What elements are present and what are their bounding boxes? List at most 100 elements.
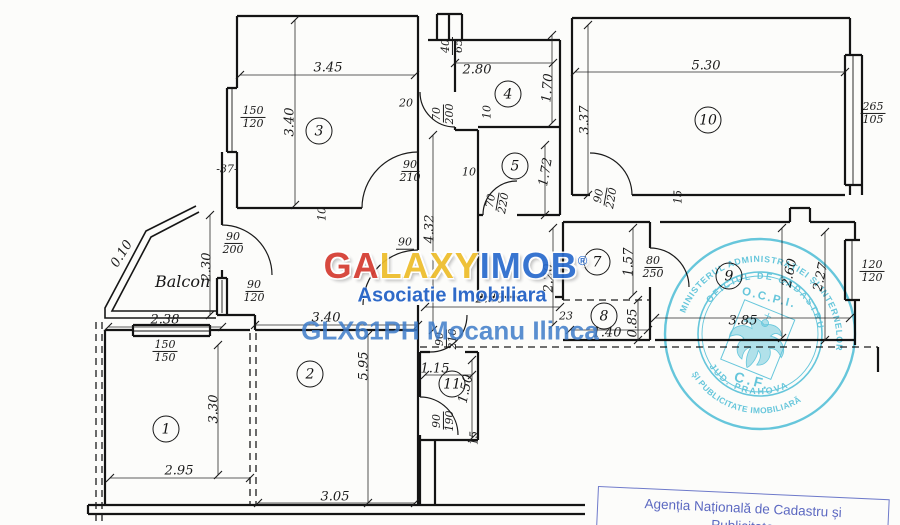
- dimension-label: 5.30: [691, 58, 721, 74]
- size-denominator: 190: [442, 410, 456, 432]
- dimension-label: 3.45: [313, 60, 343, 76]
- dimension-ticks: [103, 15, 855, 508]
- listing-code-watermark: GLX61PH Mocanu Ilinca: [301, 315, 599, 346]
- size-numerator: 90: [401, 157, 419, 172]
- brand-letter: A: [352, 245, 380, 286]
- room-number: 3: [305, 117, 333, 145]
- dimension-label: 23: [559, 309, 573, 323]
- brand-letter: X: [429, 245, 455, 286]
- size-numerator: 90: [429, 412, 444, 430]
- size-numerator: 90: [396, 235, 414, 250]
- door-window-size-label: 90: [396, 237, 414, 250]
- brand-letter: G: [323, 245, 353, 286]
- dimension-label: 2.80: [475, 291, 505, 307]
- room-number: 5: [501, 152, 529, 180]
- size-denominator: 120: [242, 116, 264, 130]
- room-number: 1: [152, 415, 180, 443]
- dimension-label: 2.80: [462, 62, 492, 78]
- cadastre-stamp: MINISTERUL ADMINISTRAȚIEI ȘI INTERNELOR …: [663, 236, 860, 431]
- brand-letter: I: [479, 245, 491, 286]
- brand-letter: B: [550, 245, 578, 286]
- size-denominator: 150: [154, 350, 176, 364]
- size-numerator: 80: [644, 253, 662, 268]
- size-denominator: 120: [243, 290, 265, 304]
- door-arcs: [221, 91, 690, 436]
- balcony-label: Balcon: [155, 272, 211, 291]
- dimension-label: 3.40: [282, 107, 298, 137]
- dimension-label: 15: [671, 190, 685, 204]
- room-number: 11: [438, 370, 466, 398]
- brand-letter: O: [521, 245, 551, 286]
- stamp-acronym: O.C.P.I.: [741, 286, 798, 311]
- size-denominator: 200: [222, 242, 244, 256]
- size-denominator: 65: [451, 39, 465, 53]
- eagle-icon: [728, 312, 785, 369]
- dimension-label: 15: [467, 431, 481, 445]
- stamp-inner-circle-2: [701, 275, 819, 393]
- dimension-label: 10: [480, 105, 494, 119]
- dimension-label: 3.37: [577, 105, 593, 135]
- dimension-label: 1.40: [592, 325, 622, 341]
- room-number: 4: [494, 80, 522, 108]
- brand-letter: L: [379, 245, 403, 286]
- window-midlines: [133, 55, 854, 332]
- size-numerator: 120: [859, 257, 885, 272]
- dimension-lines: [108, 20, 850, 504]
- brand-letter: M: [490, 245, 522, 286]
- balcony-parapet: [104, 205, 216, 319]
- brand-letter: A: [402, 245, 430, 286]
- size-numerator: 40: [438, 37, 453, 55]
- dimension-label: 2.95: [164, 463, 194, 479]
- room-number: 8: [590, 302, 618, 330]
- size-denominator: 210: [399, 170, 421, 184]
- room-number: 9: [715, 262, 743, 290]
- brand-logo-text: GALAXYIMOB: [324, 245, 578, 286]
- dimension-label: 20: [399, 96, 413, 110]
- dimension-label: 4.32: [422, 214, 438, 244]
- stamp-outer-circle: [663, 237, 857, 431]
- registered-trademark-icon: ®: [577, 253, 589, 268]
- room-number: 10: [694, 106, 722, 134]
- dimension-label: 3.05: [320, 489, 350, 505]
- dimension-label: 1.70: [539, 72, 557, 104]
- size-denominator: 120: [861, 270, 883, 284]
- size-denominator: 105: [862, 112, 884, 126]
- brand-letter: Y: [454, 245, 480, 286]
- dimension-label: 5.95: [356, 351, 372, 381]
- dimension-label: 10: [462, 165, 476, 179]
- size-numerator: 265: [860, 99, 886, 114]
- dimension-label: 3.85: [728, 313, 758, 329]
- size-numerator: 70: [429, 105, 444, 123]
- watermark-subtitle: Asociatie Imobiliara: [357, 284, 547, 307]
- dashed-boundary-lines: [95, 299, 878, 521]
- stamp-inner-circle: [697, 271, 823, 397]
- stamp-eagle-emblem: [720, 299, 796, 380]
- size-numerator: 150: [240, 103, 266, 118]
- dimension-label: 1.57: [621, 247, 637, 277]
- dimension-label: 2.38: [150, 312, 180, 328]
- brand-watermark: GALAXYIMOB®: [324, 245, 589, 287]
- room-number: 7: [583, 248, 611, 276]
- size-numerator: 150: [152, 337, 178, 352]
- size-numerator: 90: [245, 277, 263, 292]
- dimension-label: 3.40: [311, 310, 341, 326]
- walls-outline: [86, 12, 880, 516]
- dimension-label: -37-: [216, 162, 238, 176]
- room-number: 2: [296, 360, 324, 388]
- size-denominator: 250: [642, 266, 664, 280]
- dimension-label: 0.85: [625, 308, 641, 338]
